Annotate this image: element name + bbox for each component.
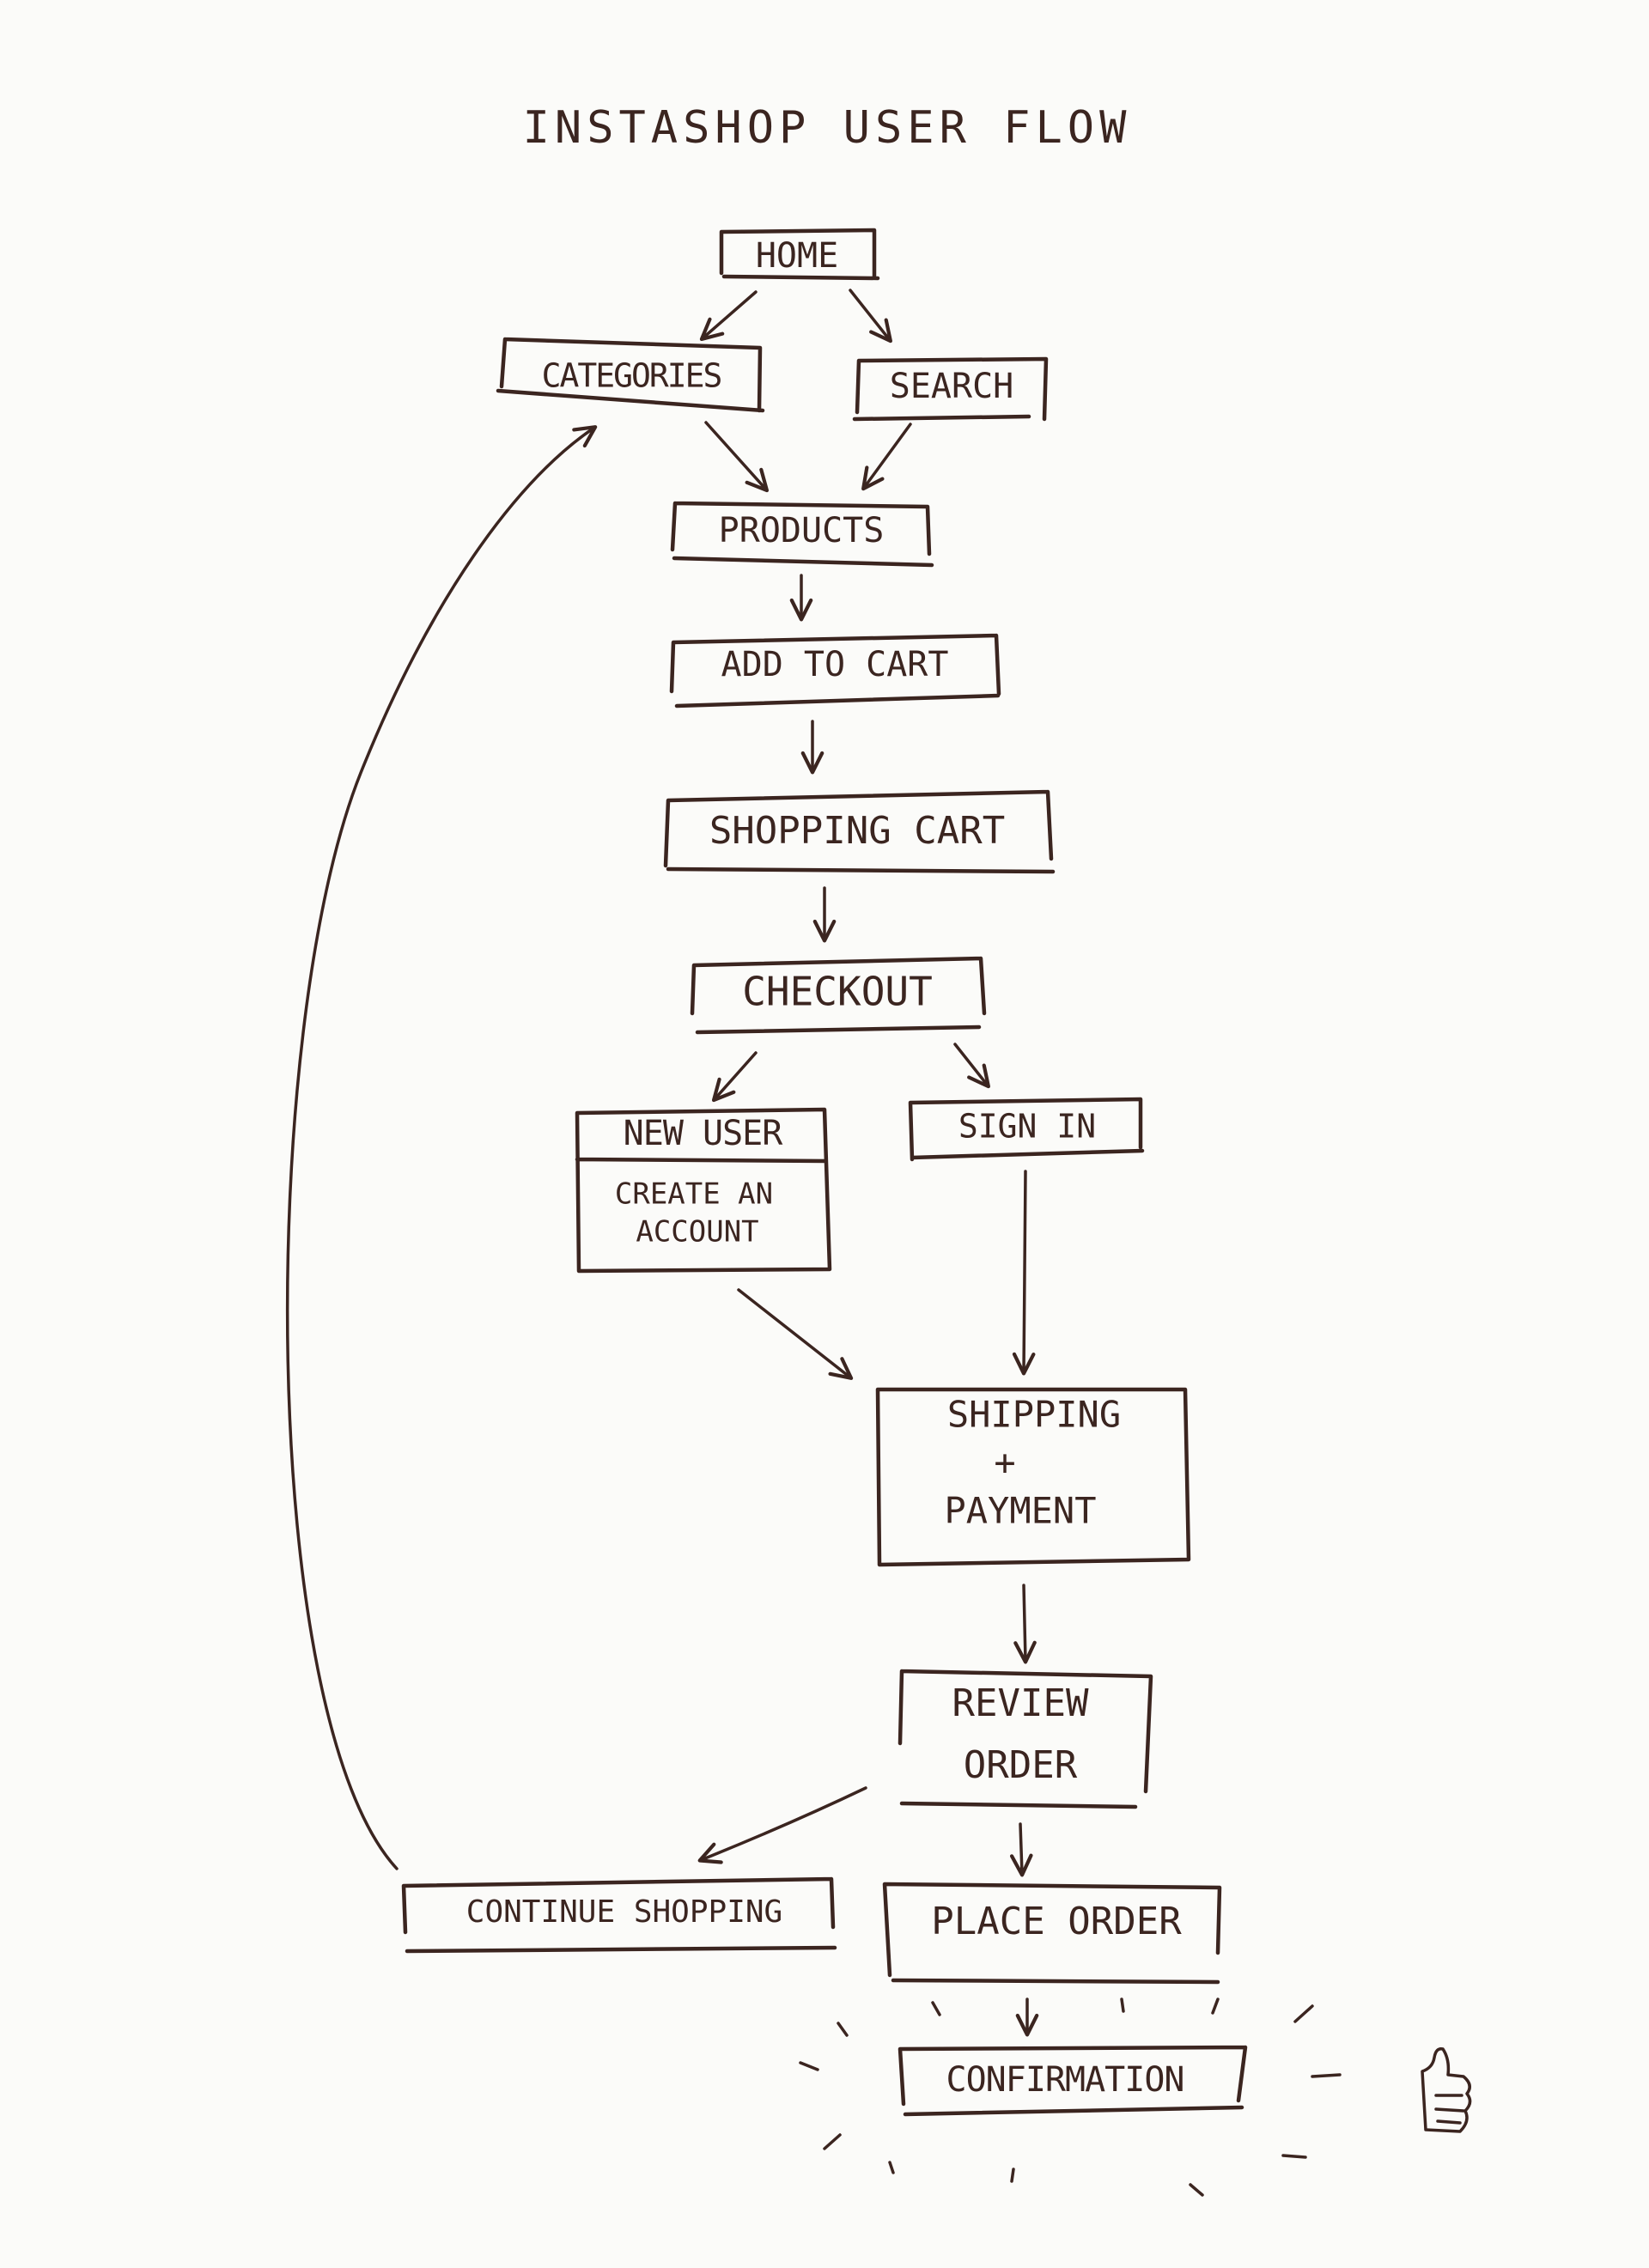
node-place-order: PLACE ORDER bbox=[882, 1882, 1222, 1985]
arrow-categories-products bbox=[704, 421, 770, 493]
node-confirmation-label: CONFIRMATION bbox=[946, 2060, 1184, 2100]
node-checkout-label: CHECKOUT bbox=[742, 969, 933, 1015]
node-confirmation: CONFIRMATION bbox=[898, 2045, 1248, 2117]
node-new-user: NEW USER CREATE AN ACCOUNT bbox=[575, 1107, 832, 1274]
node-shopping-cart: SHOPPING CART bbox=[663, 789, 1056, 874]
node-add-to-cart-label: ADD TO CART bbox=[721, 645, 949, 684]
arrow-review-place-order bbox=[1009, 1822, 1033, 1877]
arrow-home-search bbox=[849, 289, 892, 344]
node-products: PRODUCTS bbox=[670, 501, 934, 568]
node-search-label: SEARCH bbox=[890, 367, 1014, 406]
thumbs-up-icon bbox=[1421, 2046, 1472, 2133]
arrow-new-user-shipping bbox=[737, 1288, 854, 1380]
node-sign-in: SIGN IN bbox=[908, 1097, 1145, 1162]
node-review-order: REVIEW ORDER bbox=[898, 1669, 1153, 1809]
node-categories: CATEGORIES bbox=[496, 337, 765, 413]
node-shipping-line2: + bbox=[994, 1442, 1015, 1484]
node-search: SEARCH bbox=[852, 356, 1049, 422]
node-shipping-line3: PAYMENT bbox=[944, 1490, 1096, 1532]
node-checkout: CHECKOUT bbox=[690, 956, 987, 1035]
arrow-home-categories bbox=[699, 290, 758, 342]
diagram-title: INSTASHOP USER FLOW bbox=[523, 102, 1132, 154]
node-shopping-cart-label: SHOPPING CART bbox=[709, 809, 1005, 853]
node-place-order-label: PLACE ORDER bbox=[931, 1900, 1182, 1943]
node-products-label: PRODUCTS bbox=[719, 511, 885, 550]
arrow-review-continue-shopping bbox=[697, 1786, 867, 1864]
node-create-account-line1: CREATE AN bbox=[615, 1177, 773, 1212]
arrow-checkout-sign-in bbox=[953, 1043, 990, 1089]
arrow-shipping-review bbox=[1013, 1584, 1037, 1664]
node-shipping-payment: SHIPPING + PAYMENT bbox=[875, 1387, 1191, 1567]
arrow-search-products bbox=[861, 423, 912, 491]
arrow-checkout-new-user bbox=[711, 1051, 758, 1103]
celebration-rays bbox=[799, 1997, 1342, 2197]
arrow-sign-in-shipping bbox=[1012, 1170, 1036, 1376]
node-home-label: HOME bbox=[756, 236, 838, 276]
node-continue-shopping: CONTINUE SHOPPING bbox=[401, 1876, 837, 1954]
node-home: HOME bbox=[719, 228, 880, 281]
node-new-user-label: NEW USER bbox=[624, 1114, 784, 1153]
arrow-continue-shopping-categories bbox=[285, 425, 598, 1870]
node-review-line2: ORDER bbox=[964, 1743, 1078, 1787]
node-shipping-line1: SHIPPING bbox=[947, 1394, 1121, 1436]
node-create-account-line2: ACCOUNT bbox=[636, 1215, 758, 1250]
node-sign-in-label: SIGN IN bbox=[958, 1108, 1096, 1146]
node-review-line1: REVIEW bbox=[952, 1681, 1089, 1725]
node-categories-label: CATEGORIES bbox=[542, 357, 721, 395]
node-add-to-cart: ADD TO CART bbox=[669, 633, 1001, 708]
node-continue-shopping-label: CONTINUE SHOPPING bbox=[466, 1894, 782, 1930]
